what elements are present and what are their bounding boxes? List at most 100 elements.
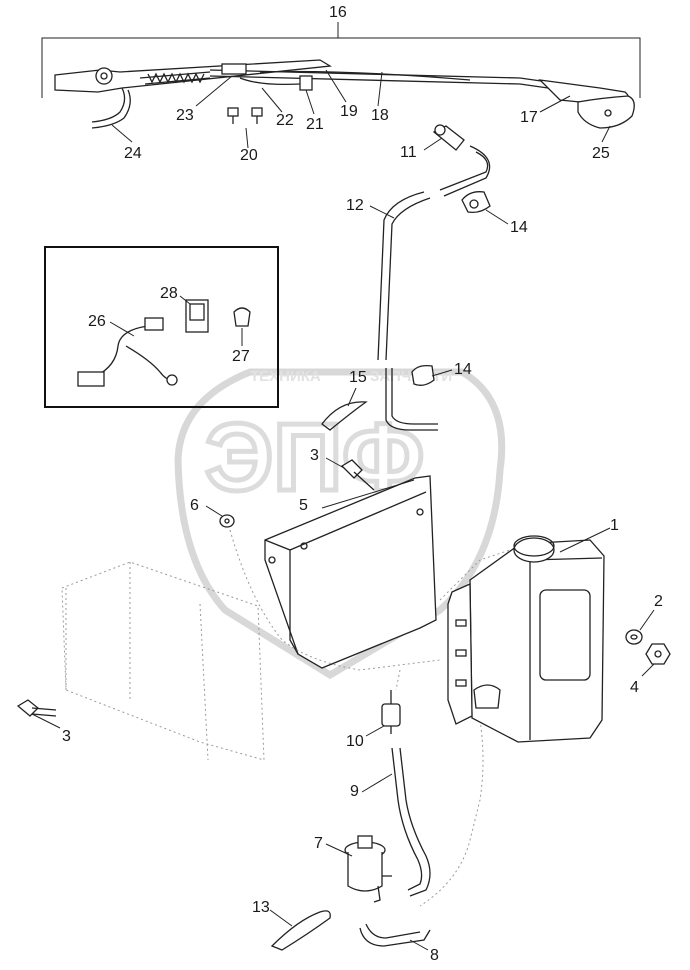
nut-4 bbox=[645, 643, 671, 665]
callout-5: 5 bbox=[299, 497, 308, 514]
callout-19: 19 bbox=[340, 103, 358, 120]
leader-13 bbox=[269, 909, 293, 927]
assembly-bracket bbox=[41, 37, 641, 98]
watermark-right-text: ЗАПЧАСТИ bbox=[370, 368, 452, 385]
leader-28 bbox=[179, 295, 191, 305]
callout-21: 21 bbox=[306, 116, 324, 133]
leader-3-upper bbox=[325, 457, 345, 469]
callout-23: 23 bbox=[176, 107, 194, 124]
screw-20-left bbox=[227, 107, 239, 124]
hose-9 bbox=[391, 747, 431, 897]
callout-18: 18 bbox=[371, 107, 389, 124]
leader-12 bbox=[369, 205, 395, 219]
callout-3-upper: 3 bbox=[310, 447, 319, 464]
bolt-3-upper bbox=[340, 459, 375, 491]
hose-connector-23 bbox=[221, 63, 247, 75]
callout-1: 1 bbox=[610, 517, 619, 534]
cable-tie-15 bbox=[321, 401, 368, 431]
clip-14-lower bbox=[411, 364, 435, 386]
hidden-frame bbox=[61, 529, 541, 907]
leader-9 bbox=[361, 773, 393, 793]
watermark-shield bbox=[174, 368, 506, 680]
callout-6: 6 bbox=[190, 497, 199, 514]
callout-4: 4 bbox=[630, 679, 639, 696]
callout-14-lower: 14 bbox=[454, 361, 472, 378]
leader-21 bbox=[305, 89, 315, 115]
hose-12 bbox=[377, 145, 491, 431]
leader-20 bbox=[245, 127, 249, 149]
callout-15: 15 bbox=[349, 369, 367, 386]
watermark-left-text: ТЕХНИКА bbox=[250, 368, 321, 385]
hose-clip-21 bbox=[299, 75, 313, 91]
leader-18 bbox=[377, 71, 383, 107]
callout-9: 9 bbox=[350, 783, 359, 800]
leader-3-lower bbox=[31, 713, 61, 729]
leader-23 bbox=[195, 75, 233, 107]
callout-7: 7 bbox=[314, 835, 323, 852]
callout-12: 12 bbox=[346, 197, 364, 214]
callout-2: 2 bbox=[654, 593, 663, 610]
harness-inset-box bbox=[44, 246, 279, 408]
callout-27: 27 bbox=[232, 348, 250, 365]
callout-28: 28 bbox=[160, 285, 178, 302]
leader-4 bbox=[641, 663, 655, 677]
wiper-blade-rod-lower bbox=[209, 75, 591, 95]
leader-11 bbox=[423, 137, 443, 151]
switch-28 bbox=[185, 299, 209, 333]
callout-8: 8 bbox=[430, 947, 439, 964]
leader-17 bbox=[539, 95, 571, 113]
wiper-blade-holder bbox=[577, 95, 635, 129]
leader-19 bbox=[325, 69, 347, 103]
leader-25 bbox=[601, 125, 611, 143]
harness-ring-terminal bbox=[166, 374, 178, 386]
callout-3-lower: 3 bbox=[62, 728, 71, 745]
callout-24: 24 bbox=[124, 145, 142, 162]
grommet-27 bbox=[233, 307, 251, 327]
leader-15 bbox=[347, 387, 357, 407]
callout-16: 16 bbox=[329, 4, 347, 21]
filter-10 bbox=[381, 690, 401, 734]
callout-14-top: 14 bbox=[510, 219, 528, 236]
leader-8 bbox=[409, 939, 429, 951]
wiper-hose-24 bbox=[91, 87, 126, 123]
callout-11: 11 bbox=[400, 144, 417, 161]
hose-22 bbox=[239, 77, 301, 86]
callout-13: 13 bbox=[252, 899, 270, 916]
mounting-bracket-5 bbox=[264, 475, 437, 669]
leader-22 bbox=[261, 87, 283, 113]
callout-17: 17 bbox=[520, 109, 538, 126]
washer-tube-arm bbox=[259, 70, 471, 81]
leader-2 bbox=[639, 609, 655, 631]
leader-6 bbox=[205, 505, 223, 517]
callout-22: 22 bbox=[276, 112, 294, 129]
callout-25: 25 bbox=[592, 145, 610, 162]
screw-20-right bbox=[251, 107, 263, 124]
washer-6 bbox=[219, 514, 235, 528]
washer-reservoir-1 bbox=[447, 535, 605, 743]
wiper-arm-assembly bbox=[41, 22, 641, 149]
leader-5 bbox=[321, 479, 415, 509]
callout-26: 26 bbox=[88, 313, 106, 330]
nozzle-11 bbox=[432, 124, 465, 151]
leader-7 bbox=[325, 843, 353, 857]
washer-2 bbox=[625, 629, 643, 645]
wiper-arm-pivot bbox=[95, 67, 113, 85]
leader-24 bbox=[111, 124, 133, 143]
harness-connector-plug bbox=[77, 371, 105, 387]
callout-20: 20 bbox=[240, 147, 258, 164]
callout-labels: 16 24 23 22 21 19 18 20 17 25 11 12 14 2… bbox=[62, 4, 663, 964]
bolt-3-lower bbox=[16, 699, 57, 717]
harness-connector-top bbox=[144, 317, 164, 331]
leader-26 bbox=[109, 321, 135, 337]
leader-1 bbox=[559, 527, 611, 553]
harness-cable bbox=[95, 325, 149, 377]
leader-14-lower bbox=[431, 369, 453, 377]
leader-10 bbox=[365, 725, 385, 737]
callout-10: 10 bbox=[346, 733, 364, 750]
leader-14-top bbox=[485, 209, 509, 225]
clip-14-top bbox=[461, 191, 491, 214]
pump-7 bbox=[344, 835, 392, 903]
cable-tie-13 bbox=[270, 910, 331, 951]
